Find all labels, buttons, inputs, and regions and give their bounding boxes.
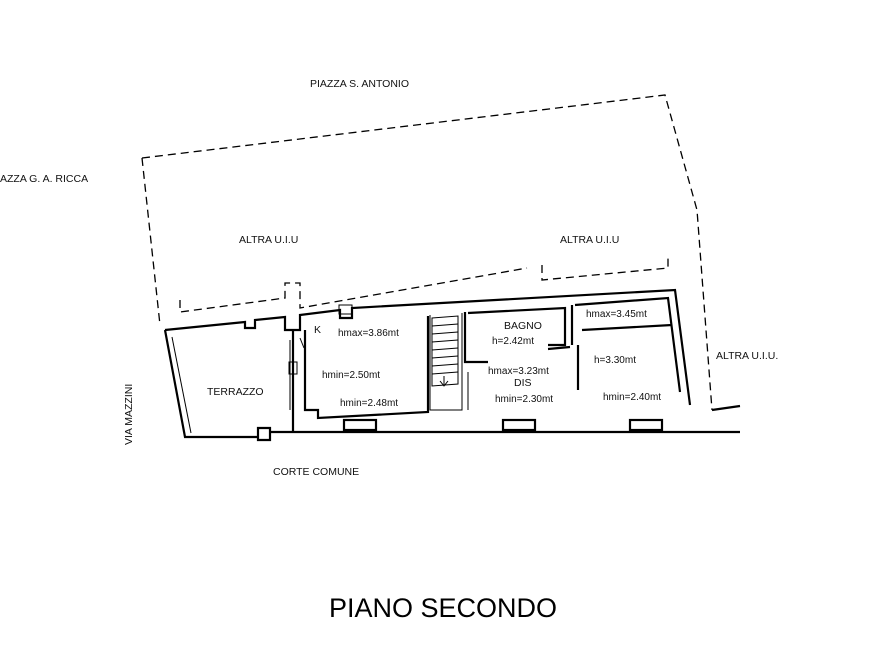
- staircase: [431, 315, 459, 387]
- windows: [338, 304, 664, 432]
- kitchen-hmin-side-label: hmin=2.50mt: [322, 370, 380, 381]
- other-unit-east-label: ALTRA U.I.U.: [716, 350, 778, 362]
- dis-hmax-label: hmax=3.23mt: [488, 366, 549, 377]
- terrazzo-label: TERRAZZO: [207, 386, 264, 398]
- dis-label: DIS: [514, 377, 532, 389]
- other-unit-right-label: ALTRA U.I.U: [560, 234, 619, 246]
- building-walls: [163, 288, 741, 442]
- dis-hmin-label: hmin=2.30mt: [495, 394, 553, 405]
- other-units-boundary: [141, 94, 713, 411]
- street-side-label: VIA MAZZINI: [123, 384, 135, 445]
- street-left-label: AZZA G. A. RICCA: [0, 173, 88, 185]
- room-h-label: h=3.30mt: [594, 355, 636, 366]
- room-hmax-label: hmax=3.45mt: [586, 309, 647, 320]
- kitchen-hmin-label: hmin=2.48mt: [340, 398, 398, 409]
- bagno-label: BAGNO: [504, 320, 542, 332]
- street-bottom-label: CORTE COMUNE: [273, 466, 359, 478]
- bagno-h-label: h=2.42mt: [492, 336, 534, 347]
- street-top-label: PIAZZA S. ANTONIO: [310, 78, 409, 90]
- room-hmin-label: hmin=2.40mt: [603, 392, 661, 403]
- interior-walls: [299, 296, 682, 420]
- plan-title: PIANO SECONDO: [329, 593, 557, 623]
- kitchen-hmax-label: hmax=3.86mt: [338, 328, 399, 339]
- other-unit-left-label: ALTRA U.I.U: [239, 234, 298, 246]
- kitchen-mark-label: K: [314, 324, 321, 336]
